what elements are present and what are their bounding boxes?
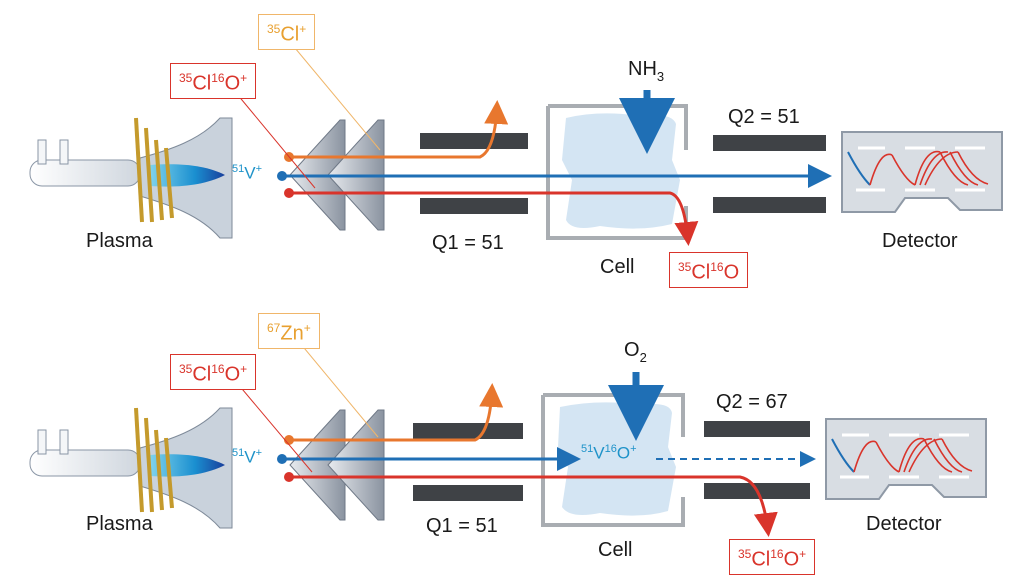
reaction-cell bbox=[546, 104, 688, 240]
q2-rod-top bbox=[704, 421, 810, 437]
sampling-cones-icon bbox=[289, 409, 385, 521]
product-ion-label: 35Cl16O bbox=[669, 252, 749, 288]
plasma-label: Plasma bbox=[86, 230, 153, 252]
orange-leader-line bbox=[289, 330, 379, 438]
orange-leader-line bbox=[289, 41, 381, 151]
q2-label: Q2 = 67 bbox=[716, 391, 788, 413]
interferent-ion-label: 35Cl16O+ bbox=[170, 63, 257, 99]
q1-label: Q1 = 51 bbox=[426, 515, 498, 537]
interferent-ion-label: 35Cl16O+ bbox=[170, 354, 257, 390]
product-ion-label: 35Cl16O+ bbox=[729, 539, 816, 575]
q1-rod-top bbox=[420, 133, 528, 149]
q1-rod-bottom bbox=[413, 485, 523, 501]
red-leader-line bbox=[231, 87, 316, 189]
q2-rod-top bbox=[713, 135, 826, 151]
panel-graphics bbox=[29, 41, 1003, 246]
torch-icon bbox=[29, 117, 233, 239]
q2-label: Q2 = 51 bbox=[728, 106, 800, 128]
cell-label: Cell bbox=[600, 256, 635, 278]
interferent-ion-beam bbox=[284, 472, 778, 537]
detector-icon bbox=[841, 131, 1003, 213]
interferent-ion-beam bbox=[284, 188, 699, 246]
analyte-ion-beam bbox=[277, 447, 816, 471]
detector-label: Detector bbox=[882, 230, 958, 252]
q1-label: Q1 = 51 bbox=[432, 232, 504, 254]
analyte-ion-label: 51V+ bbox=[232, 447, 263, 467]
plasma-label: Plasma bbox=[86, 513, 153, 535]
orange-ion-label: 67Zn+ bbox=[258, 313, 320, 349]
analyte-ion-label: 51V+ bbox=[232, 163, 263, 183]
cell-label: Cell bbox=[598, 539, 633, 561]
orange-ion-beam bbox=[284, 383, 504, 445]
orange-ion-label: 35Cl+ bbox=[258, 14, 316, 50]
panel-o2-mode: 67Zn+ 35Cl16O+ 51V+ O2 Q2 = 67 51V16O+ P… bbox=[0, 297, 1024, 587]
reagent-gas-label: O2 bbox=[624, 339, 647, 365]
q2-rod-bottom bbox=[713, 197, 826, 213]
red-leader-line bbox=[231, 376, 313, 473]
q1-rod-top bbox=[413, 423, 523, 439]
detector-label: Detector bbox=[866, 513, 942, 535]
cell-product-label: 51V16O+ bbox=[581, 443, 637, 463]
torch-icon bbox=[29, 407, 233, 529]
reagent-gas-label: NH3 bbox=[628, 58, 665, 84]
detector-icon bbox=[825, 418, 987, 500]
q1-rod-bottom bbox=[420, 198, 528, 214]
panel-nh3-mode: 35Cl+ 35Cl16O+ 51V+ NH3 Q2 = 51 Plasma Q… bbox=[0, 0, 1024, 290]
analyte-ion-beam bbox=[277, 164, 832, 188]
panel-graphics bbox=[29, 330, 987, 537]
